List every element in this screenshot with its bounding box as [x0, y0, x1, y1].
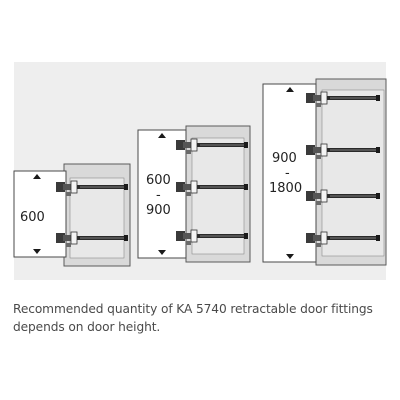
- arrow-up-icon: [286, 87, 294, 92]
- figure-small: 600: [13, 163, 131, 267]
- door-fitting: [176, 180, 248, 196]
- height-label-line: 1800: [269, 181, 302, 196]
- door-fitting: [176, 138, 248, 154]
- arrow-up-icon: [158, 133, 166, 138]
- height-label-line: -: [285, 166, 290, 181]
- hinge-block: [70, 231, 78, 245]
- height-label-line: 900: [146, 203, 171, 218]
- hinge-bracket: [316, 103, 321, 107]
- caption-line-1: Recommended quantity of KA 5740 retracta…: [13, 302, 373, 316]
- rail-end-stop: [244, 142, 248, 148]
- cabinet-inner: [321, 89, 385, 257]
- hinge-bracket: [186, 150, 191, 154]
- door-panel: [262, 83, 317, 263]
- rail-end-stop: [376, 193, 380, 199]
- hinge-plate: [176, 231, 185, 241]
- hinge-bracket: [316, 155, 321, 159]
- rail-end-stop: [244, 233, 248, 239]
- hinge-block: [190, 229, 198, 243]
- hinge-arm: [63, 184, 73, 190]
- hinge-bracket: [316, 201, 321, 205]
- hinge-block: [320, 91, 328, 105]
- hinge-arm: [313, 147, 323, 153]
- arrow-down-icon: [33, 249, 41, 254]
- arrow-down-icon: [286, 254, 294, 259]
- hinge-plate: [56, 182, 65, 192]
- hinge-block: [320, 189, 328, 203]
- door-fitting: [56, 180, 128, 196]
- hinge-plate: [176, 140, 185, 150]
- hinge-arm: [183, 184, 193, 190]
- hinge-block: [320, 231, 328, 245]
- hinge-block: [190, 138, 198, 152]
- rail-end-stop: [376, 235, 380, 241]
- figure-medium: 600 - 900: [137, 125, 251, 263]
- hinge-plate: [56, 233, 65, 243]
- hinge-arm: [183, 142, 193, 148]
- cabinet-inner: [69, 177, 125, 259]
- caption: Recommended quantity of KA 5740 retracta…: [13, 300, 393, 336]
- rail-end-stop: [124, 184, 128, 190]
- door-fitting: [306, 91, 380, 107]
- height-label-line: 600: [146, 173, 171, 188]
- caption-line-2: depends on door height.: [13, 320, 161, 334]
- hinge-plate: [306, 93, 315, 103]
- hinge-bracket: [66, 243, 71, 247]
- height-label-line: 600: [20, 210, 45, 225]
- arrow-up-icon: [33, 174, 41, 179]
- hinge-bracket: [186, 192, 191, 196]
- hinge-arm: [313, 95, 323, 101]
- hinge-arm: [313, 193, 323, 199]
- door-fitting: [176, 229, 248, 245]
- figure-large: 900 - 1800: [262, 78, 387, 266]
- hinge-bracket: [316, 243, 321, 247]
- rail-end-stop: [244, 184, 248, 190]
- door-fitting: [306, 231, 380, 247]
- hinge-arm: [183, 233, 193, 239]
- rail-end-stop: [124, 235, 128, 241]
- door-fitting: [306, 189, 380, 205]
- hinge-block: [70, 180, 78, 194]
- hinge-block: [320, 143, 328, 157]
- arrow-down-icon: [158, 250, 166, 255]
- hinge-arm: [313, 235, 323, 241]
- hinge-plate: [176, 182, 185, 192]
- rail-end-stop: [376, 147, 380, 153]
- door-fitting: [306, 143, 380, 159]
- hinge-plate: [306, 145, 315, 155]
- hinge-plate: [306, 191, 315, 201]
- hinge-arm: [63, 235, 73, 241]
- hinge-plate: [306, 233, 315, 243]
- hinge-bracket: [66, 192, 71, 196]
- door-fitting: [56, 231, 128, 247]
- rail-end-stop: [376, 95, 380, 101]
- hinge-block: [190, 180, 198, 194]
- height-label-line: 900: [272, 151, 297, 166]
- hinge-bracket: [186, 241, 191, 245]
- height-label-line: -: [156, 188, 161, 203]
